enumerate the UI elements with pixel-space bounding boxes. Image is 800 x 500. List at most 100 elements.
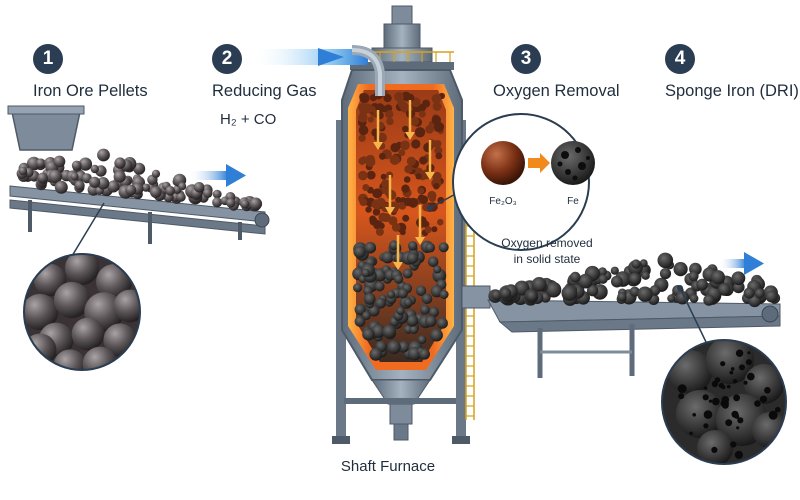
sponge-chunk [561, 285, 578, 301]
furnace-pellet [402, 125, 409, 133]
step-2-badge: 2 [212, 44, 242, 74]
furnace-pellet [369, 215, 377, 223]
pellet-large [96, 264, 132, 300]
sponge-chunk [598, 267, 607, 277]
after-formula: Fe [567, 196, 579, 207]
pore [722, 402, 729, 409]
pore [718, 382, 725, 389]
pellet [240, 199, 250, 209]
pore [703, 410, 713, 419]
furnace-pellet [384, 187, 393, 197]
furnace-pellet [389, 154, 400, 165]
pore [572, 175, 578, 181]
furnace-pellet [437, 196, 445, 204]
pellet [37, 172, 48, 184]
furnace-pellet [385, 110, 394, 119]
sponge-chunk [570, 271, 581, 283]
furnace-sponge-chunk [354, 316, 366, 327]
sponge-chunk [578, 273, 593, 289]
pellet [226, 198, 236, 208]
pellet [70, 172, 79, 181]
sponge-chunk [688, 271, 699, 282]
pellet [74, 180, 85, 191]
down-flow-arrow-icon [415, 205, 425, 245]
furnace-sponge-chunk [393, 274, 404, 284]
pellet-closeup [23, 253, 141, 371]
furnace-pellet [417, 187, 425, 195]
sponge-chunk [689, 294, 699, 303]
furnace-pellet [431, 93, 442, 104]
furnace-pellet [434, 121, 445, 132]
gas-arrow-icon [318, 48, 344, 66]
furnace-pellet [386, 117, 394, 126]
pore [736, 426, 740, 430]
furnace-pellet [431, 226, 438, 233]
furnace-pellet [372, 188, 383, 199]
furnace-sponge-chunk [354, 303, 366, 316]
zoom-line-left [71, 202, 105, 257]
furnace-pellet [398, 149, 406, 157]
furnace-pellet [419, 156, 428, 165]
pore [712, 397, 720, 406]
pore [578, 162, 586, 170]
furnace-sponge-chunk [409, 325, 419, 334]
furnace-sponge-chunk [397, 288, 408, 299]
sponge-chunk [731, 271, 746, 286]
furnace-pellet [415, 173, 422, 180]
furnace-sponge-chunk [438, 242, 449, 253]
furnace-sponge-chunk [364, 241, 377, 254]
furnace-pellet [362, 184, 370, 191]
furnace-sponge-chunk [436, 317, 448, 329]
furnace-pellet [365, 206, 372, 213]
sponge-chunk [611, 275, 623, 288]
sponge-chunk [526, 290, 538, 302]
pellet [178, 182, 187, 191]
furnace-pellet [402, 214, 410, 222]
pore [565, 169, 571, 175]
zoom-line-right [679, 287, 707, 343]
pore [735, 349, 744, 357]
furnace-pellet [380, 173, 387, 180]
pore [739, 364, 745, 371]
furnace-pellet [383, 94, 392, 103]
pore [734, 413, 740, 419]
furnace-sponge-chunk [371, 324, 386, 338]
sponge-chunk [545, 281, 562, 298]
sponge-chunk [659, 268, 672, 280]
step-1-badge: 1 [33, 44, 63, 74]
pore [759, 395, 768, 403]
sponge-chunk [598, 274, 608, 284]
furnace-pellet [367, 116, 374, 123]
sponge-iron-pile [488, 252, 781, 308]
pellet-large [24, 293, 59, 331]
furnace-sponge-chunk [353, 283, 363, 293]
pellet-large [82, 346, 118, 370]
step-3: 3 Oxygen Removal [493, 44, 620, 101]
furnace-pellet [378, 212, 388, 222]
furnace-pellet [381, 179, 391, 189]
down-flow-arrow-icon [425, 140, 435, 180]
furnace-pellet [381, 105, 389, 113]
sponge-flow-arrow [718, 252, 764, 275]
pellet [249, 197, 263, 211]
furnace-pellet [377, 132, 387, 143]
pore [703, 386, 708, 390]
sponge-chunk [628, 272, 641, 285]
sponge-chunk [637, 286, 653, 302]
pore [730, 367, 735, 371]
pellet-large [53, 349, 87, 370]
furnace-pellet [425, 125, 434, 134]
furnace-pellet [437, 218, 444, 226]
furnace-sponge-chunk [387, 340, 401, 355]
sponge-large [744, 364, 784, 404]
furnace-sponge-chunk [362, 311, 371, 320]
sponge-chunk [696, 278, 708, 291]
furnace-pellet [418, 110, 426, 118]
furnace-sponge-chunk [420, 304, 430, 315]
furnace-sponge-chunk [363, 293, 376, 305]
before-formula: Fe₂O₃ [489, 196, 516, 207]
furnace-sponge-chunk [406, 314, 419, 327]
oxygen-caption-line1: Oxygen removed [501, 236, 592, 250]
pore [720, 361, 726, 367]
sponge-chunk [673, 262, 688, 277]
